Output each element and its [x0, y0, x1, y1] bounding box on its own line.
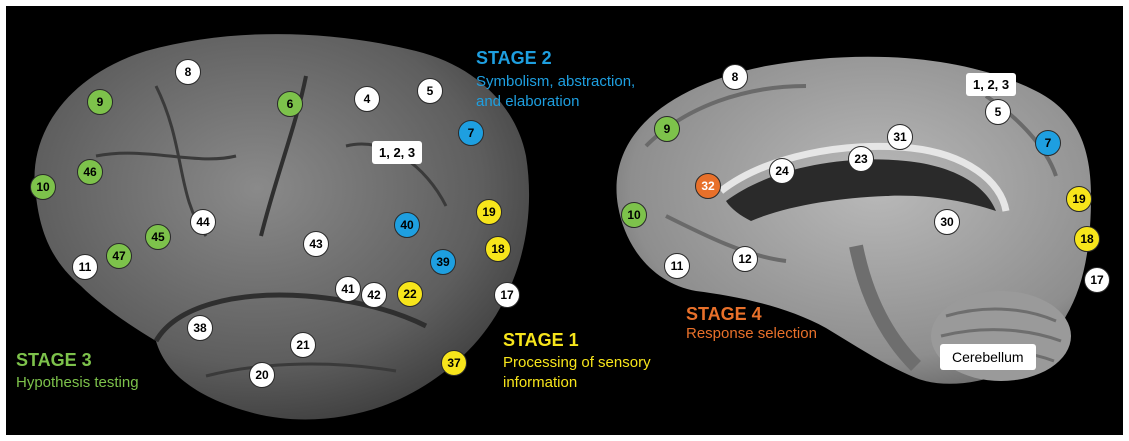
lateral-area-badge: 42 [361, 282, 387, 308]
lateral-area-badge: 37 [441, 350, 467, 376]
stage2-title: STAGE 2 [476, 48, 552, 69]
lateral-area-badge: 17 [494, 282, 520, 308]
lateral-area-badge: 7 [458, 120, 484, 146]
lateral-area-badge: 39 [430, 249, 456, 275]
lateral-area-badge: 9 [87, 89, 113, 115]
lateral-area-badge: 10 [30, 174, 56, 200]
figure-canvas: STAGE 2 Symbolism, abstraction, and elab… [6, 6, 1123, 435]
stage4-title: STAGE 4 [686, 304, 762, 325]
lateral-area-badge: 22 [397, 281, 423, 307]
medial-area-badge: 10 [621, 202, 647, 228]
lateral-area-badge: 47 [106, 243, 132, 269]
medial-area-badge: 5 [985, 99, 1011, 125]
lateral-area-badge: 5 [417, 78, 443, 104]
medial-area-badge: 11 [664, 253, 690, 279]
medial-area-badge: 23 [848, 146, 874, 172]
stage4-desc-line1: Response selection [686, 324, 817, 344]
lateral-area-badge: 41 [335, 276, 361, 302]
stage3-title: STAGE 3 [16, 350, 92, 371]
stage1-desc-line1: Processing of sensory [503, 353, 651, 373]
stage3-desc-line1: Hypothesis testing [16, 373, 139, 393]
medial-area-badge: 17 [1084, 267, 1110, 293]
lateral-area-badge: 38 [187, 315, 213, 341]
lateral-area-badge: 19 [476, 199, 502, 225]
medial-area-badge: 31 [887, 124, 913, 150]
stage2-desc-line1: Symbolism, abstraction, [476, 72, 635, 92]
cerebellum-label: Cerebellum [940, 344, 1036, 370]
medial-area-badge: 32 [695, 173, 721, 199]
medial-area-badge: 9 [654, 116, 680, 142]
medial-area-badge: 19 [1066, 186, 1092, 212]
lateral-area-badge: 18 [485, 236, 511, 262]
lateral-area-badge: 11 [72, 254, 98, 280]
stage1-title: STAGE 1 [503, 330, 579, 351]
lateral-area-badge: 46 [77, 159, 103, 185]
medial-area-badge: 8 [722, 64, 748, 90]
lateral-area-badge: 45 [145, 224, 171, 250]
lateral-area-badge: 20 [249, 362, 275, 388]
medial-area-badge: 24 [769, 158, 795, 184]
lateral-area-badge: 21 [290, 332, 316, 358]
lateral-area-badge: 4 [354, 86, 380, 112]
lateral-area-label: 1, 2, 3 [372, 141, 422, 164]
lateral-area-badge: 8 [175, 59, 201, 85]
medial-area-label: 1, 2, 3 [966, 73, 1016, 96]
medial-area-badge: 7 [1035, 130, 1061, 156]
medial-area-badge: 12 [732, 246, 758, 272]
lateral-area-badge: 44 [190, 209, 216, 235]
lateral-area-badge: 43 [303, 231, 329, 257]
stage2-desc-line2: and elaboration [476, 92, 579, 112]
medial-area-badge: 30 [934, 209, 960, 235]
lateral-area-badge: 6 [277, 91, 303, 117]
medial-area-badge: 18 [1074, 226, 1100, 252]
lateral-area-badge: 40 [394, 212, 420, 238]
stage1-desc-line2: information [503, 373, 577, 393]
